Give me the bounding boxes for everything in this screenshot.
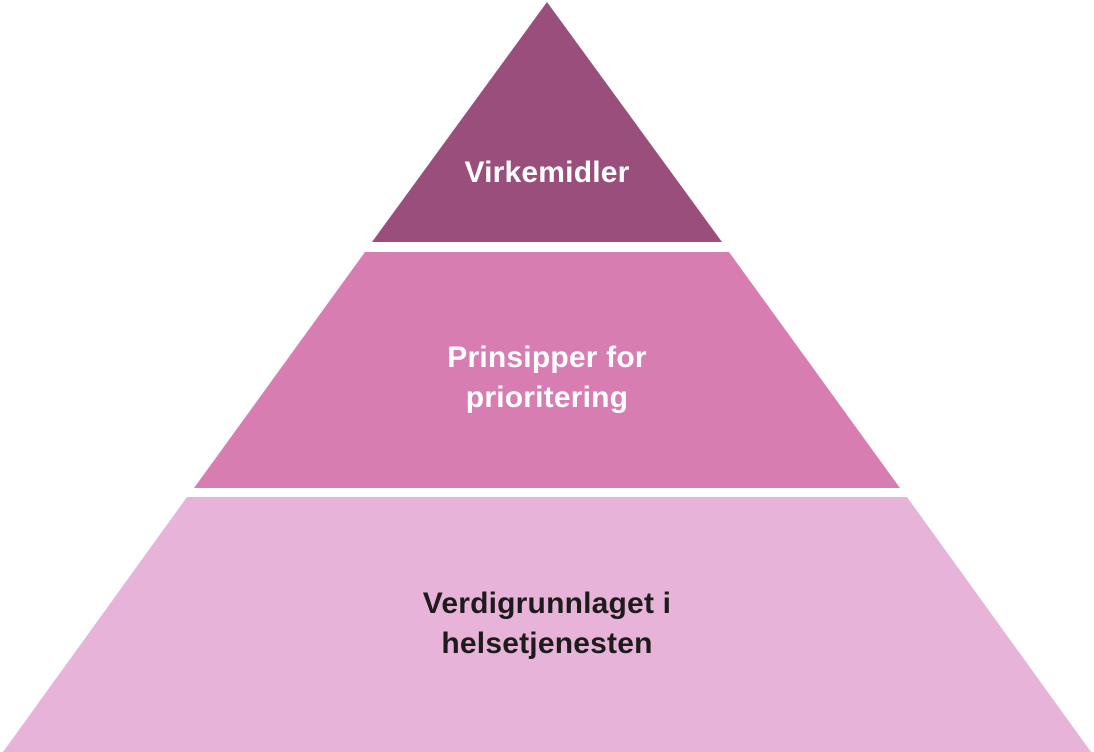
pyramid-tier-bottom-shape [3, 497, 1091, 752]
pyramid-tier-top-shape [372, 2, 722, 242]
pyramid-tier-middle-shape [194, 252, 900, 488]
